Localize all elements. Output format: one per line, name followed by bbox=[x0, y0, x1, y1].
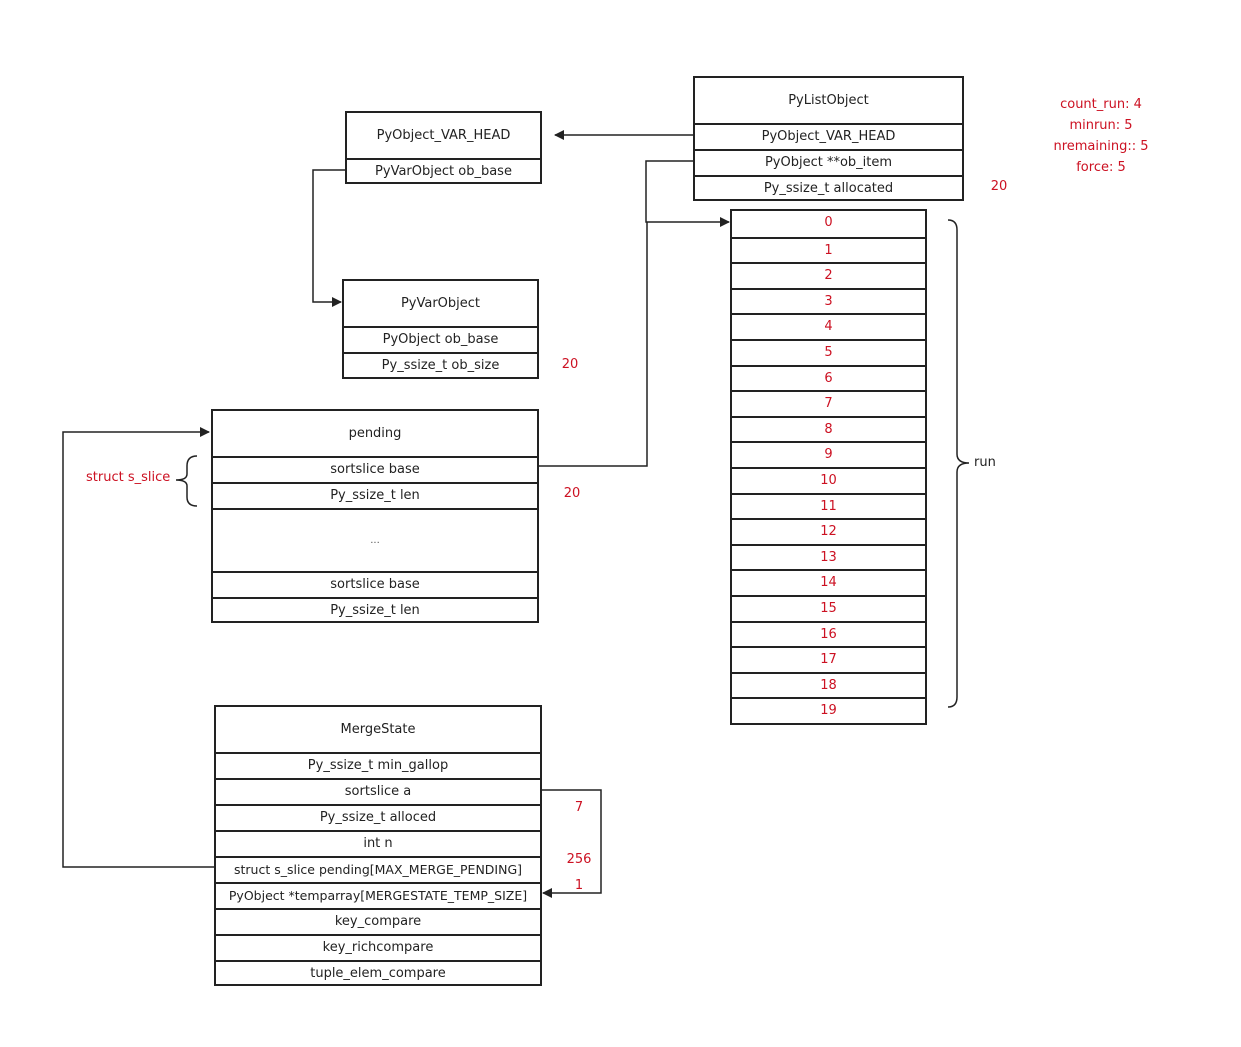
array-slot: 14 bbox=[732, 569, 925, 595]
array-slot: 10 bbox=[732, 467, 925, 493]
pylistobject-field-var-head: PyObject_VAR_HEAD bbox=[695, 123, 962, 149]
sort-stats: count_run: 4 minrun: 5 nremaining:: 5 fo… bbox=[1040, 94, 1162, 178]
array-slot: 2 bbox=[732, 262, 925, 288]
pending-len-value: 20 bbox=[563, 486, 581, 501]
pending-field-base-1: sortslice base bbox=[213, 456, 537, 482]
mergestate-field-min-gallop: Py_ssize_t min_gallop bbox=[216, 752, 540, 778]
stat-count-run: count_run: 4 bbox=[1060, 97, 1142, 112]
array-slot: 6 bbox=[732, 364, 925, 391]
pending-title: pending bbox=[348, 426, 402, 441]
array-slot: 15 bbox=[732, 595, 925, 621]
arrow-mergestate-pending-to-pending bbox=[62, 427, 214, 868]
allocated-value: 20 bbox=[990, 179, 1008, 194]
mergestate-field-n: int n bbox=[216, 830, 540, 856]
mergestate-struct: MergeState Py_ssize_t min_gallop sortsli… bbox=[214, 705, 542, 986]
struct-s-slice-label: struct s_slice bbox=[86, 470, 171, 485]
array-slot: 3 bbox=[732, 287, 925, 314]
mergestate-field-key-compare: key_compare bbox=[216, 908, 540, 934]
pending-struct: pending sortslice base Py_ssize_t len ..… bbox=[211, 409, 539, 623]
mergestate-field-alloced: Py_ssize_t alloced bbox=[216, 804, 540, 830]
run-label: run bbox=[974, 455, 996, 470]
pyvarobject-field-ob-base: PyObject ob_base bbox=[344, 326, 537, 352]
mergestate-field-temparray: PyObject *temparray[MERGESTATE_TEMP_SIZE… bbox=[216, 882, 540, 908]
pending-field-len-1: Py_ssize_t len bbox=[213, 482, 537, 508]
array-slot: 0 bbox=[824, 215, 833, 230]
stat-minrun: minrun: 5 bbox=[1069, 118, 1133, 133]
pyvarobject-title: PyVarObject bbox=[400, 296, 481, 311]
temparray-value: 1 bbox=[574, 878, 584, 893]
pending-ellipsis: ... bbox=[213, 508, 537, 571]
alloced-value: 7 bbox=[574, 800, 584, 815]
arrow-obitem-to-array bbox=[645, 160, 730, 227]
line-pending-base-to-array bbox=[538, 222, 648, 467]
stat-nremaining: nremaining:: 5 bbox=[1053, 139, 1149, 154]
array-slot: 8 bbox=[732, 415, 925, 442]
var-head-title: PyObject_VAR_HEAD bbox=[376, 128, 511, 143]
array-slot: 12 bbox=[732, 518, 925, 544]
arrow-sortslice-a-to-temparray bbox=[541, 789, 602, 898]
pending-count-value: 256 bbox=[566, 852, 592, 867]
array-slot: 5 bbox=[732, 339, 925, 365]
pylistobject-struct: PyListObject PyObject_VAR_HEAD PyObject … bbox=[693, 76, 964, 201]
mergestate-field-tuple-elem-compare: tuple_elem_compare bbox=[216, 960, 540, 986]
array-slot: 7 bbox=[732, 390, 925, 416]
mergestate-title: MergeState bbox=[340, 722, 416, 737]
ob-size-value: 20 bbox=[561, 357, 579, 372]
mergestate-field-pending: struct s_slice pending[MAX_MERGE_PENDING… bbox=[216, 856, 540, 882]
slice-brace bbox=[175, 455, 198, 507]
run-brace bbox=[947, 219, 970, 708]
mergestate-field-key-richcompare: key_richcompare bbox=[216, 934, 540, 960]
pyvarobject-field-ob-size: Py_ssize_t ob_size bbox=[344, 352, 537, 378]
array-slot: 4 bbox=[732, 313, 925, 339]
mergestate-field-sortslice-a: sortslice a bbox=[216, 778, 540, 804]
var-head-struct: PyObject_VAR_HEAD PyVarObject ob_base bbox=[345, 111, 542, 184]
array-slot: 11 bbox=[732, 492, 925, 519]
pylistobject-title: PyListObject bbox=[788, 93, 869, 108]
pending-field-len-2: Py_ssize_t len bbox=[213, 597, 537, 623]
pending-field-base-2: sortslice base bbox=[213, 571, 537, 597]
array-slot: 13 bbox=[732, 543, 925, 570]
array-slot: 1 bbox=[732, 236, 925, 263]
var-head-field-ob-base: PyVarObject ob_base bbox=[347, 158, 540, 184]
stat-force: force: 5 bbox=[1076, 160, 1126, 175]
arrow-obbase-to-pyvarobject bbox=[312, 169, 346, 307]
pylistobject-field-ob-item: PyObject **ob_item bbox=[695, 149, 962, 175]
pylistobject-field-allocated: Py_ssize_t allocated bbox=[695, 175, 962, 201]
array-slot: 19 bbox=[732, 697, 925, 723]
array-slot: 16 bbox=[732, 620, 925, 647]
array-slot: 18 bbox=[732, 671, 925, 698]
array-slot: 9 bbox=[732, 441, 925, 467]
array-slot: 17 bbox=[732, 646, 925, 672]
pyvarobject-struct: PyVarObject PyObject ob_base Py_ssize_t … bbox=[342, 279, 539, 379]
